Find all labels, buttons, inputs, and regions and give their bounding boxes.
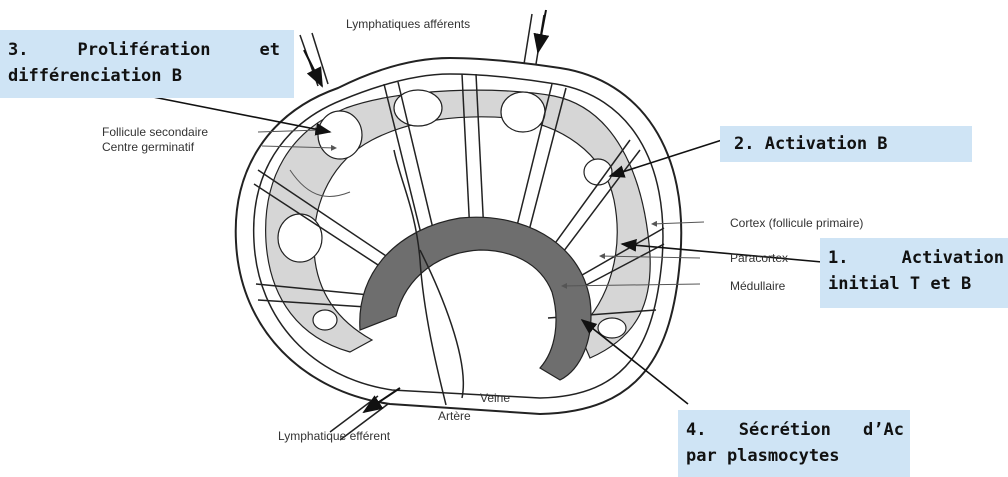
label-medulla: Médullaire (730, 279, 786, 293)
label-afferent: Lymphatiques afférents (346, 17, 470, 31)
follicle-secondary (318, 111, 362, 159)
callout-proliferation: 3. Prolifération et différenciation B (0, 30, 294, 98)
callout-activation-b: 2. Activation B (720, 126, 972, 162)
callout-proliferation-line2: différenciation B (8, 63, 280, 89)
follicle-bottom-left (313, 310, 337, 330)
label-artery: Artère (438, 409, 471, 423)
callout-activation-initial-line2: initial T et B (828, 271, 1004, 297)
callout-proliferation-et: et (260, 37, 280, 63)
label-efferent: Lymphatique efférent (278, 429, 391, 443)
callout-secretion-line2: par plasmocytes (686, 443, 904, 469)
callout-secretion: 4. Sécrétion d’Ac par plasmocytes (678, 410, 910, 477)
label-germinal-center: Centre germinatif (102, 140, 195, 154)
label-vein: Veine (480, 391, 510, 405)
callout-proliferation-number: 3. (8, 37, 28, 63)
callout-activation-b-text: 2. Activation B (734, 131, 958, 157)
follicle-left (278, 214, 322, 262)
callout-proliferation-word: Prolifération (77, 37, 210, 63)
callout-secretion-ac: d’Ac (863, 417, 904, 443)
label-cortex: Cortex (follicule primaire) (730, 216, 863, 230)
label-follicle-secondary: Follicule secondaire (102, 125, 208, 139)
follicle-top-2 (501, 92, 545, 132)
callout-activation-initial-number: 1. (828, 245, 848, 271)
follicle-right (584, 159, 612, 185)
callout-secretion-number: 4. (686, 417, 706, 443)
callout-secretion-word: Sécrétion (739, 417, 831, 443)
label-paracortex: Paracortex (730, 251, 788, 265)
callout-activation-initial-word: Activation (902, 245, 1004, 271)
afferent-arrow-right (538, 10, 546, 52)
callout-activation-initial: 1. Activation initial T et B (820, 238, 1008, 308)
